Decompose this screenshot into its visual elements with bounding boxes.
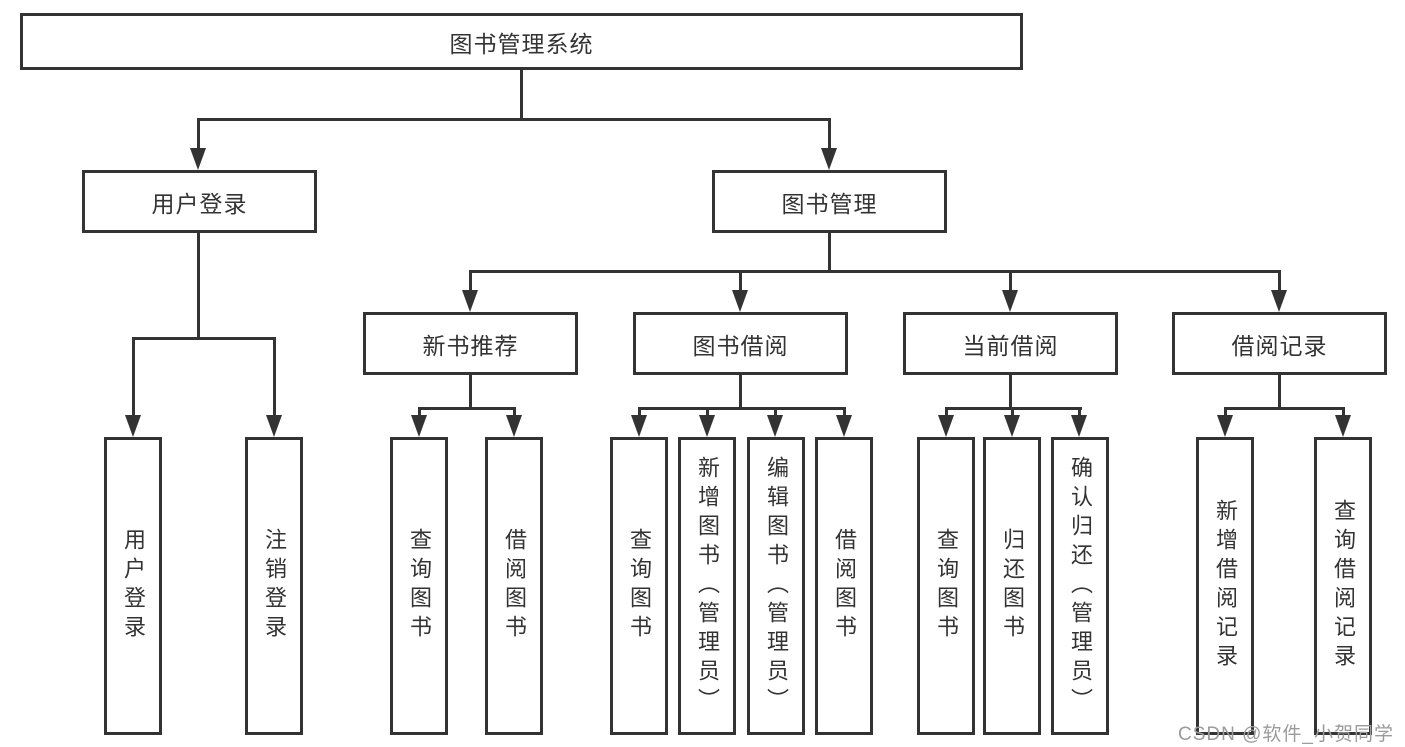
leaf-borrow-books-borrowing-label: 借阅图书 bbox=[832, 528, 857, 644]
node-current-borrowing-label: 当前借阅 bbox=[962, 332, 1059, 359]
leaf-add-book-admin: 新增图书（管理员） bbox=[678, 437, 736, 735]
node-library-system-label: 图书管理系统 bbox=[449, 30, 594, 57]
connector-drop bbox=[774, 407, 777, 417]
node-new-book-recommend-label: 新书推荐 bbox=[422, 332, 519, 359]
connector-drop bbox=[843, 407, 846, 417]
leaf-query-books-borrowing: 查询图书 bbox=[610, 437, 668, 735]
watermark: CSDN @软件_小贺同学 bbox=[1178, 724, 1394, 745]
connector-drop bbox=[739, 270, 742, 292]
connector-drop bbox=[273, 337, 276, 417]
arrowhead-icon bbox=[821, 148, 837, 170]
arrowhead-icon bbox=[266, 415, 282, 437]
connector-drop bbox=[132, 337, 135, 417]
arrowhead-icon bbox=[1071, 415, 1087, 437]
leaf-logout: 注销登录 bbox=[245, 437, 303, 735]
arrowhead-icon bbox=[1335, 415, 1351, 437]
leaf-query-books-current: 查询图书 bbox=[917, 437, 975, 735]
leaf-borrow-books-recommend-label: 借阅图书 bbox=[502, 528, 527, 644]
leaf-user-login: 用户登录 bbox=[104, 437, 162, 735]
connector-drop bbox=[513, 407, 516, 417]
arrowhead-icon bbox=[1004, 415, 1020, 437]
connector-drop bbox=[638, 407, 641, 417]
connector-user-login-drop bbox=[197, 118, 200, 150]
node-borrow-records-label: 借阅记录 bbox=[1231, 332, 1328, 359]
connector-current-borrowing-stem bbox=[1009, 375, 1012, 407]
connector-new-book-recommend-rail bbox=[418, 407, 516, 410]
connector-book-borrowing-rail bbox=[638, 407, 846, 410]
connector-book-borrowing-stem bbox=[739, 375, 742, 407]
leaf-edit-book-admin-label: 编辑图书（管理员） bbox=[764, 455, 789, 717]
connector-drop bbox=[1224, 407, 1227, 417]
leaf-confirm-return-admin: 确认归还（管理员） bbox=[1051, 437, 1109, 735]
node-book-management: 图书管理 bbox=[712, 170, 947, 233]
leaf-borrow-books-borrowing: 借阅图书 bbox=[815, 437, 873, 735]
leaf-query-books-recommend-label: 查询图书 bbox=[407, 528, 432, 644]
leaf-return-book-label: 归还图书 bbox=[1000, 528, 1025, 644]
arrowhead-icon bbox=[506, 415, 522, 437]
leaf-add-book-admin-label: 新增图书（管理员） bbox=[695, 455, 720, 717]
node-book-borrowing: 图书借阅 bbox=[633, 312, 848, 375]
leaf-query-books-borrowing-label: 查询图书 bbox=[627, 528, 652, 644]
leaf-logout-label: 注销登录 bbox=[262, 528, 287, 644]
connector-drop bbox=[706, 407, 709, 417]
leaf-user-login-label: 用户登录 bbox=[121, 528, 146, 644]
arrowhead-icon bbox=[631, 415, 647, 437]
connector-root-stem bbox=[520, 70, 523, 118]
arrowhead-icon bbox=[462, 290, 478, 312]
arrowhead-icon bbox=[767, 415, 783, 437]
node-new-book-recommend: 新书推荐 bbox=[363, 312, 578, 375]
node-book-borrowing-label: 图书借阅 bbox=[692, 332, 789, 359]
leaf-query-books-current-label: 查询图书 bbox=[934, 528, 959, 644]
arrowhead-icon bbox=[1217, 415, 1233, 437]
connector-book-management-drop bbox=[828, 118, 831, 150]
node-book-management-label: 图书管理 bbox=[781, 190, 878, 217]
arrowhead-icon bbox=[411, 415, 427, 437]
connector-drop bbox=[1278, 270, 1281, 292]
connector-drop bbox=[1078, 407, 1081, 417]
arrowhead-icon bbox=[190, 148, 206, 170]
leaf-add-borrow-record: 新增借阅记录 bbox=[1196, 437, 1254, 735]
leaf-borrow-books-recommend: 借阅图书 bbox=[485, 437, 543, 735]
arrowhead-icon bbox=[836, 415, 852, 437]
arrowhead-icon bbox=[1002, 290, 1018, 312]
node-user-login-label: 用户登录 bbox=[151, 190, 248, 217]
connector-drop bbox=[469, 270, 472, 292]
connector-drop bbox=[945, 407, 948, 417]
arrowhead-icon bbox=[125, 415, 141, 437]
node-library-system: 图书管理系统 bbox=[20, 13, 1023, 70]
connector-borrow-records-stem bbox=[1278, 375, 1281, 407]
leaf-return-book: 归还图书 bbox=[983, 437, 1041, 735]
connector-level2-rail bbox=[197, 118, 831, 121]
arrowhead-icon bbox=[938, 415, 954, 437]
connector-drop bbox=[418, 407, 421, 417]
arrowhead-icon bbox=[732, 290, 748, 312]
node-current-borrowing: 当前借阅 bbox=[903, 312, 1118, 375]
connector-user-login-stem bbox=[197, 233, 200, 337]
leaf-edit-book-admin: 编辑图书（管理员） bbox=[747, 437, 805, 735]
connector-drop bbox=[1009, 270, 1012, 292]
connector-book-management-stem bbox=[828, 233, 831, 270]
leaf-add-borrow-record-label: 新增借阅记录 bbox=[1213, 499, 1238, 673]
connector-drop bbox=[1342, 407, 1345, 417]
node-user-login: 用户登录 bbox=[82, 170, 317, 233]
leaf-confirm-return-admin-label: 确认归还（管理员） bbox=[1068, 455, 1093, 717]
leaf-query-books-recommend: 查询图书 bbox=[390, 437, 448, 735]
leaf-query-borrow-record-label: 查询借阅记录 bbox=[1331, 499, 1356, 673]
connector-new-book-recommend-stem bbox=[469, 375, 472, 407]
connector-drop bbox=[1011, 407, 1014, 417]
arrowhead-icon bbox=[1271, 290, 1287, 312]
arrowhead-icon bbox=[699, 415, 715, 437]
connector-borrow-records-rail bbox=[1224, 407, 1345, 410]
leaf-query-borrow-record: 查询借阅记录 bbox=[1314, 437, 1372, 735]
connector-user-login-rail bbox=[132, 337, 276, 340]
node-borrow-records: 借阅记录 bbox=[1172, 312, 1387, 375]
connector-level3-rail bbox=[469, 270, 1281, 273]
